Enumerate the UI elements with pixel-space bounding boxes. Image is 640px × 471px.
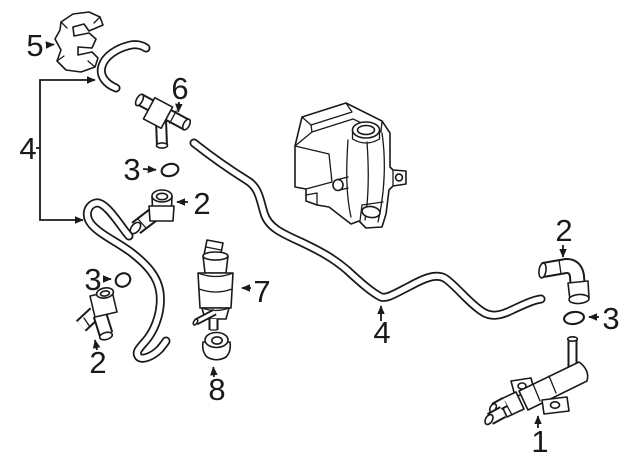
callout-7-label: 7 (253, 274, 270, 309)
callout-8-arrow (210, 366, 218, 378)
washer-pump (192, 239, 234, 331)
callout-6-arrow (175, 101, 183, 113)
washer-hose-main (189, 138, 546, 320)
o-ring-upper (160, 162, 180, 178)
callout-3-left-label: 3 (84, 262, 101, 297)
pump-grommet (201, 331, 232, 361)
o-ring-right (563, 310, 585, 326)
callout-6-label: 6 (171, 71, 188, 106)
washer-reservoir (294, 102, 407, 229)
callouts: 5 4 6 3 2 3 2 7 8 4 2 3 1 (19, 28, 619, 459)
callout-4-bracket (39, 76, 96, 224)
callout-2-right-label: 2 (555, 213, 572, 248)
callout-4-bottom-label: 4 (373, 315, 390, 350)
callout-2-upper-left-label: 2 (193, 186, 210, 221)
callout-8-label: 8 (208, 372, 225, 407)
washer-hose-upper (96, 40, 151, 93)
callout-5-arrow (45, 41, 55, 49)
callout-1-label: 1 (531, 424, 548, 459)
hose-clip (54, 11, 104, 73)
elbow-connector-upper-left (129, 189, 175, 235)
o-ring-left (114, 272, 132, 288)
callout-2-lower-left-label: 2 (89, 345, 106, 380)
callout-4-left-label: 4 (19, 131, 36, 166)
tee-connector (134, 93, 192, 149)
elbow-connector-right (538, 257, 590, 305)
callout-5-label: 5 (26, 28, 43, 63)
callout-3-right-label: 3 (602, 301, 619, 336)
elbow-connector-lower-left (75, 287, 118, 341)
callout-2-lower-left-arrow (92, 339, 101, 351)
headlamp-washer-actuator (484, 335, 589, 426)
callout-3-upper-label: 3 (123, 152, 140, 187)
callout-3-upper-arrow (142, 165, 157, 174)
